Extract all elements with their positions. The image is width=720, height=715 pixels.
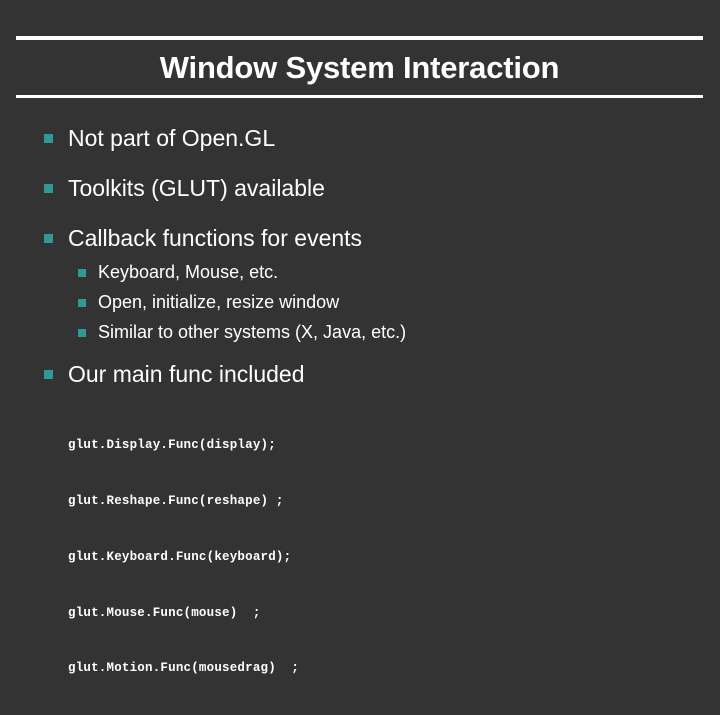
bullet-item: Callback functions for events xyxy=(44,224,362,252)
square-bullet-icon xyxy=(44,134,53,143)
square-bullet-icon xyxy=(44,370,53,379)
square-bullet-icon xyxy=(44,184,53,193)
sub-bullet-label: Open, initialize, resize window xyxy=(98,292,340,312)
code-line: glut.Reshape.Func(reshape) ; xyxy=(68,493,284,508)
slide-body: Not part of Open.GL Toolkits (GLUT) avai… xyxy=(0,104,720,675)
sub-bullet-item: Keyboard, Mouse, etc. xyxy=(78,261,278,284)
code-line: glut.Motion.Func(mousedrag) ; xyxy=(68,661,300,676)
bullet-label: Not part of Open.GL xyxy=(68,125,276,151)
code-block: glut.Display.Func(display); glut.Reshape… xyxy=(68,399,299,715)
page-title: Window System Interaction xyxy=(159,50,560,85)
bullet-label: Callback functions for events xyxy=(68,225,363,251)
title-rule-top xyxy=(16,36,703,40)
code-line: glut.Mouse.Func(mouse) ; xyxy=(68,605,261,620)
bullet-label: Our main func included xyxy=(68,361,305,387)
sub-bullet-label: Keyboard, Mouse, etc. xyxy=(98,262,279,282)
code-line: glut.Display.Func(display); xyxy=(68,438,276,453)
sub-bullet-item: Open, initialize, resize window xyxy=(78,291,339,314)
sub-bullet-label: Similar to other systems (X, Java, etc.) xyxy=(98,322,407,342)
code-line: glut.Keyboard.Func(keyboard); xyxy=(68,549,292,564)
bullet-item: Toolkits (GLUT) available xyxy=(44,174,325,202)
bullet-item: Not part of Open.GL xyxy=(44,124,275,152)
bullet-label: Toolkits (GLUT) available xyxy=(68,175,325,201)
square-bullet-icon xyxy=(44,234,53,243)
square-bullet-icon xyxy=(78,299,86,307)
square-bullet-icon xyxy=(78,269,86,277)
slide: Window System Interaction Not part of Op… xyxy=(0,0,720,676)
slide-title-area: Window System Interaction xyxy=(0,0,720,104)
square-bullet-icon xyxy=(78,329,86,337)
title-rule-bottom xyxy=(16,95,703,98)
bullet-item: Our main func included xyxy=(44,360,305,388)
sub-bullet-item: Similar to other systems (X, Java, etc.) xyxy=(78,321,406,344)
